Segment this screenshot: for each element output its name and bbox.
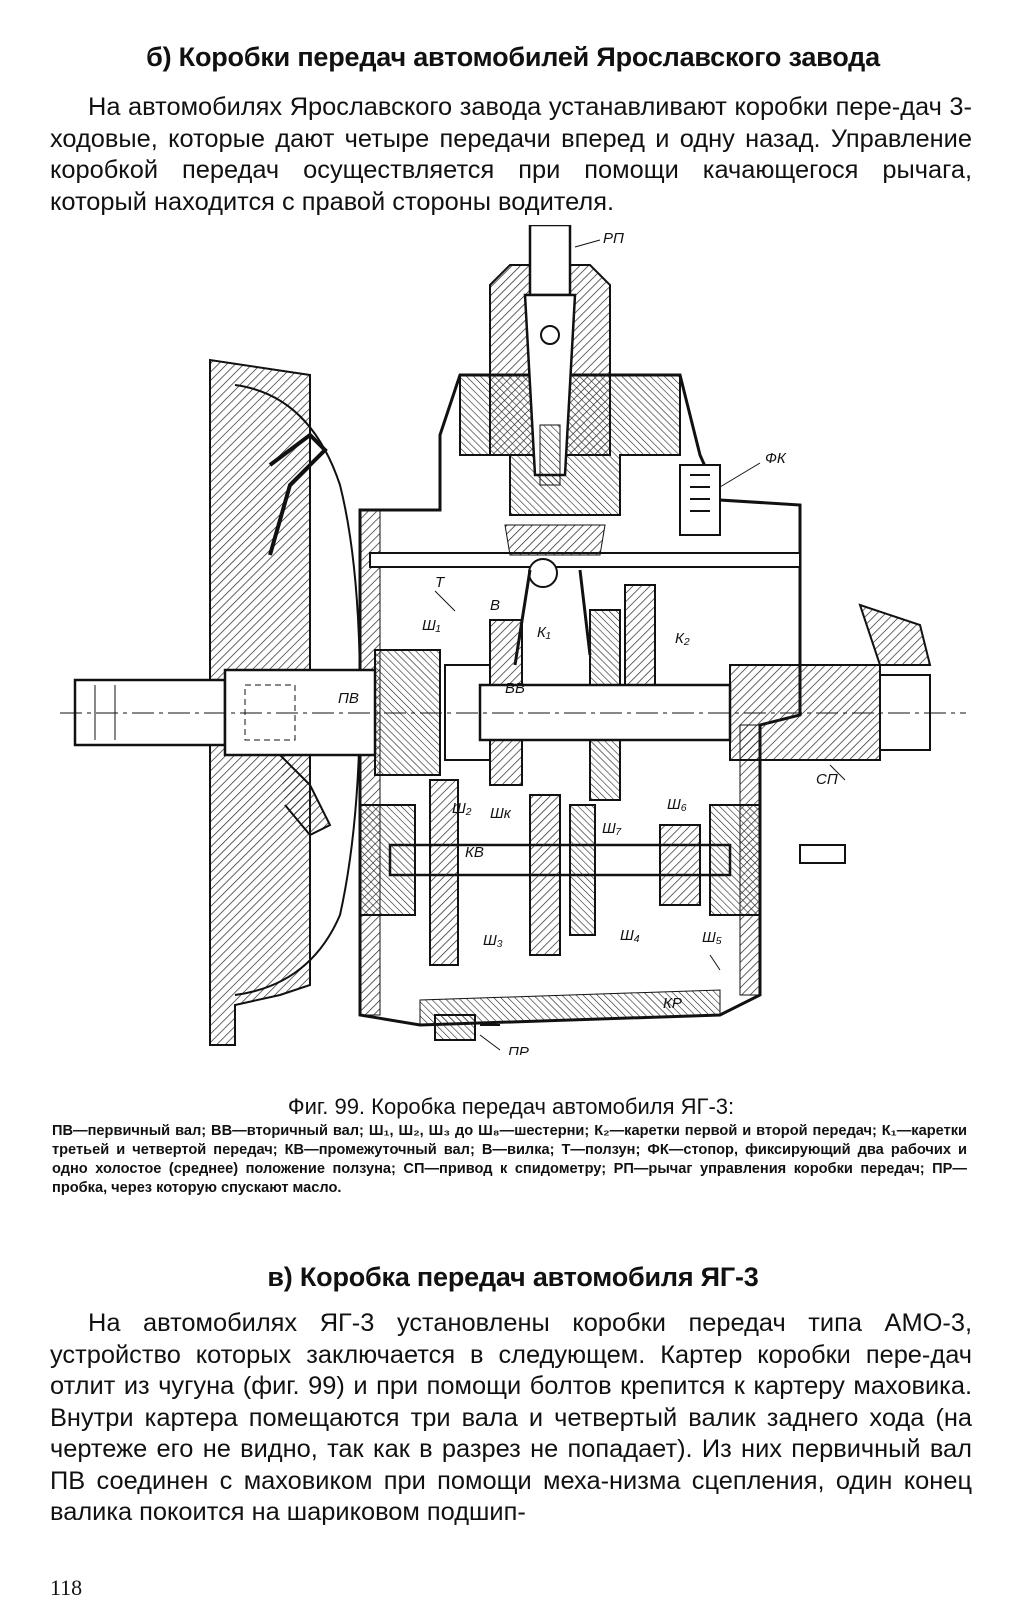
label-kr: КР [663, 995, 682, 1012]
label-sh1: Ш₁ [422, 617, 441, 634]
label-pv: ПВ [338, 690, 359, 707]
label-sh5: Ш₅ [702, 929, 722, 946]
label-vv: ВВ [505, 680, 525, 697]
drain-plug [434, 1014, 476, 1041]
gearbox-figure: РП ФК Т В Ш₁ К₁ К₂ ПВ ВВ Ш₂ Шк Ш₆ СП Ш₇ … [60, 225, 966, 1055]
label-pr: ПР [508, 1044, 529, 1055]
figure-caption-legend: ПВ—первичный вал; ВВ—вторичный вал; Ш₁, … [52, 1123, 967, 1196]
gearbox-cross-section-drawing: РП ФК Т В Ш₁ К₁ К₂ ПВ ВВ Ш₂ Шк Ш₆ СП Ш₇ … [60, 225, 966, 1055]
label-rp: РП [603, 230, 624, 247]
label-k2: К₂ [675, 630, 690, 647]
label-sh2: Ш₂ [452, 800, 472, 817]
label-t: Т [435, 574, 446, 591]
shift-lever [528, 225, 572, 297]
label-fk: ФК [765, 450, 787, 467]
label-kv: КВ [465, 844, 484, 861]
label-sh6: Ш₆ [667, 796, 687, 813]
section-b-paragraph: На автомобилях Ярославского завода устан… [50, 93, 972, 216]
section-b-heading: б) Коробки передач автомобилей Ярославск… [146, 42, 880, 72]
label-sh4: Ш₄ [620, 927, 640, 944]
label-sh7: Ш₇ [602, 820, 622, 837]
label-sp: СП [816, 771, 838, 788]
label-shk: Шк [490, 805, 512, 822]
page-number: 118 [50, 1575, 83, 1600]
label-k1: К₁ [537, 624, 551, 641]
label-sh3: Ш₃ [483, 932, 503, 949]
figure-caption-title: Фиг. 99. Коробка передач автомобиля ЯГ-3… [287, 1094, 735, 1119]
label-v: В [490, 597, 500, 614]
section-v-paragraph: На автомобилях ЯГ-3 установлены коробки … [50, 1309, 972, 1526]
section-v-heading: в) Коробка передач автомобиля ЯГ-3 [267, 1262, 759, 1292]
